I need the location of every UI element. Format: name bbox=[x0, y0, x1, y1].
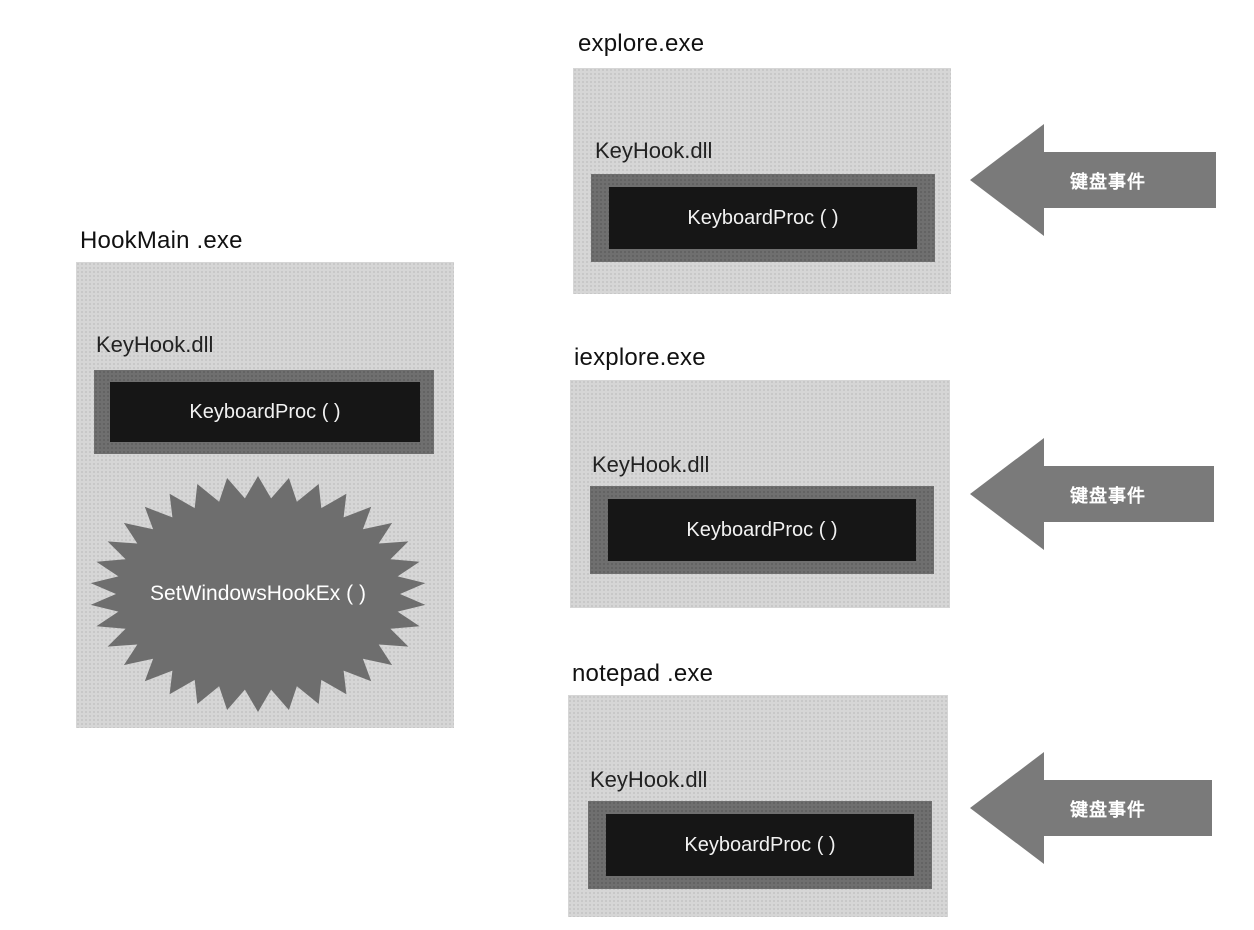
burst-polygon bbox=[90, 476, 426, 712]
hookmain-dll-bar: KeyboardProc ( ) bbox=[94, 370, 434, 454]
hookmain-dll-label: KeyHook.dll bbox=[96, 332, 214, 357]
setwindowshookex-burst: SetWindowsHookEx ( ) bbox=[88, 474, 428, 714]
explore-process-label: explore.exe bbox=[578, 30, 705, 57]
notepad-process-label: notepad .exe bbox=[572, 660, 714, 687]
hookmain-process-box: KeyHook.dll KeyboardProc ( ) SetWindowsH… bbox=[76, 262, 454, 728]
keyboard-event-label-1: 键盘事件 bbox=[1070, 172, 1146, 193]
iexplore-process-label: iexplore.exe bbox=[574, 344, 706, 371]
keyboard-event-label-2: 键盘事件 bbox=[1070, 486, 1146, 507]
setwindowshookex-label: SetWindowsHookEx ( ) bbox=[150, 582, 366, 605]
iexplore-dll-bar: KeyboardProc ( ) bbox=[590, 486, 934, 574]
hookmain-keyboardproc-box: KeyboardProc ( ) bbox=[110, 382, 420, 442]
keyboard-event-arrow-3: 键盘事件 bbox=[970, 752, 1212, 864]
burst-shape bbox=[90, 476, 426, 712]
arrow-shape bbox=[970, 438, 1214, 550]
explore-dll-label: KeyHook.dll bbox=[595, 138, 713, 163]
arrow-shape bbox=[970, 124, 1216, 236]
explore-keyboardproc-box: KeyboardProc ( ) bbox=[609, 187, 917, 249]
notepad-dll-label: KeyHook.dll bbox=[590, 767, 708, 792]
explore-process-box: KeyHook.dll KeyboardProc ( ) bbox=[573, 68, 951, 294]
keyboard-event-label-3: 键盘事件 bbox=[1070, 800, 1146, 821]
iexplore-process-box: KeyHook.dll KeyboardProc ( ) bbox=[570, 380, 950, 608]
iexplore-dll-label: KeyHook.dll bbox=[592, 452, 710, 477]
arrow-shape bbox=[970, 752, 1212, 864]
explore-dll-bar: KeyboardProc ( ) bbox=[591, 174, 935, 262]
iexplore-keyboardproc-box: KeyboardProc ( ) bbox=[608, 499, 916, 561]
notepad-process-box: KeyHook.dll KeyboardProc ( ) bbox=[568, 695, 948, 917]
hookmain-process-label: HookMain .exe bbox=[80, 227, 243, 254]
notepad-dll-bar: KeyboardProc ( ) bbox=[588, 801, 932, 889]
keyboard-event-arrow-1: 键盘事件 bbox=[970, 124, 1216, 236]
notepad-keyboardproc-box: KeyboardProc ( ) bbox=[606, 814, 914, 876]
keyboard-event-arrow-2: 键盘事件 bbox=[970, 438, 1214, 550]
